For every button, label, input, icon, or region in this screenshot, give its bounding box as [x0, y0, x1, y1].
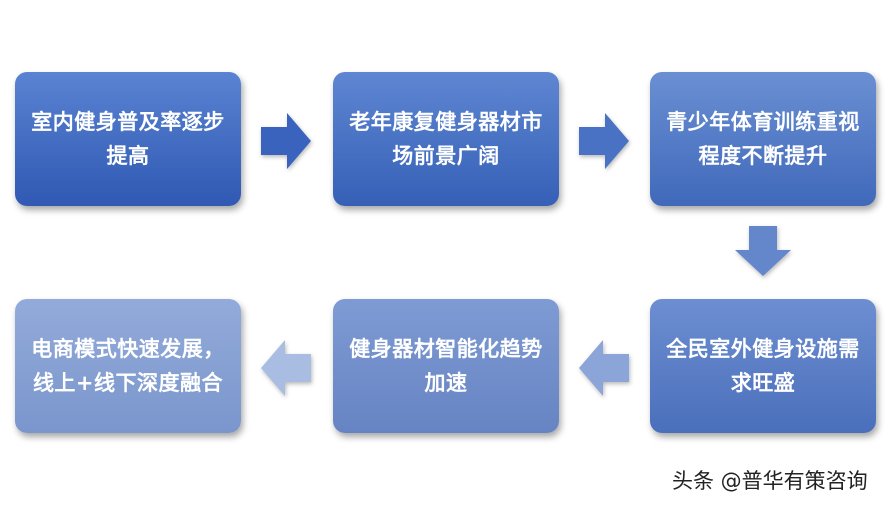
step-6-line-2: 线上+线下深度融合 [32, 371, 224, 395]
watermark-text: 头条 @普华有策咨询 [672, 469, 868, 493]
step-box-1: 室内健身普及率逐步 提高 [15, 72, 241, 206]
step-1-line-1: 室内健身普及率逐步 [31, 110, 225, 134]
step-box-3: 青少年体育训练重视 程度不断提升 [650, 72, 876, 206]
step-box-5: 健身器材智能化趋势 加速 [333, 299, 559, 433]
step-5-line-2: 加速 [424, 371, 468, 395]
step-1-text: 室内健身普及率逐步 提高 [31, 105, 225, 173]
step-box-2: 老年康复健身器材市 场前景广阔 [333, 72, 559, 206]
step-4-line-2: 求旺盛 [730, 371, 796, 395]
arrow-right-icon [261, 113, 311, 169]
step-6-line-1: 电商模式快速发展， [31, 337, 225, 361]
arrow-right-icon [579, 113, 629, 169]
arrow-left-icon [579, 340, 629, 396]
step-box-6: 电商模式快速发展， 线上+线下深度融合 [15, 299, 241, 433]
step-2-text: 老年康复健身器材市 场前景广阔 [349, 105, 543, 173]
step-4-text: 全民室外健身设施需 求旺盛 [666, 332, 860, 400]
step-3-line-1: 青少年体育训练重视 [666, 110, 860, 134]
step-box-4: 全民室外健身设施需 求旺盛 [650, 299, 876, 433]
step-2-line-2: 场前景广阔 [392, 144, 500, 168]
step-1-line-2: 提高 [106, 144, 150, 168]
step-3-line-2: 程度不断提升 [698, 144, 828, 168]
step-5-line-1: 健身器材智能化趋势 [349, 337, 543, 361]
step-6-text: 电商模式快速发展， 线上+线下深度融合 [31, 332, 225, 400]
arrow-left-icon [261, 340, 311, 396]
arrow-down-icon [735, 226, 791, 276]
step-4-line-1: 全民室外健身设施需 [666, 337, 860, 361]
step-2-line-1: 老年康复健身器材市 [349, 110, 543, 134]
step-3-text: 青少年体育训练重视 程度不断提升 [666, 105, 860, 173]
step-5-text: 健身器材智能化趋势 加速 [349, 332, 543, 400]
